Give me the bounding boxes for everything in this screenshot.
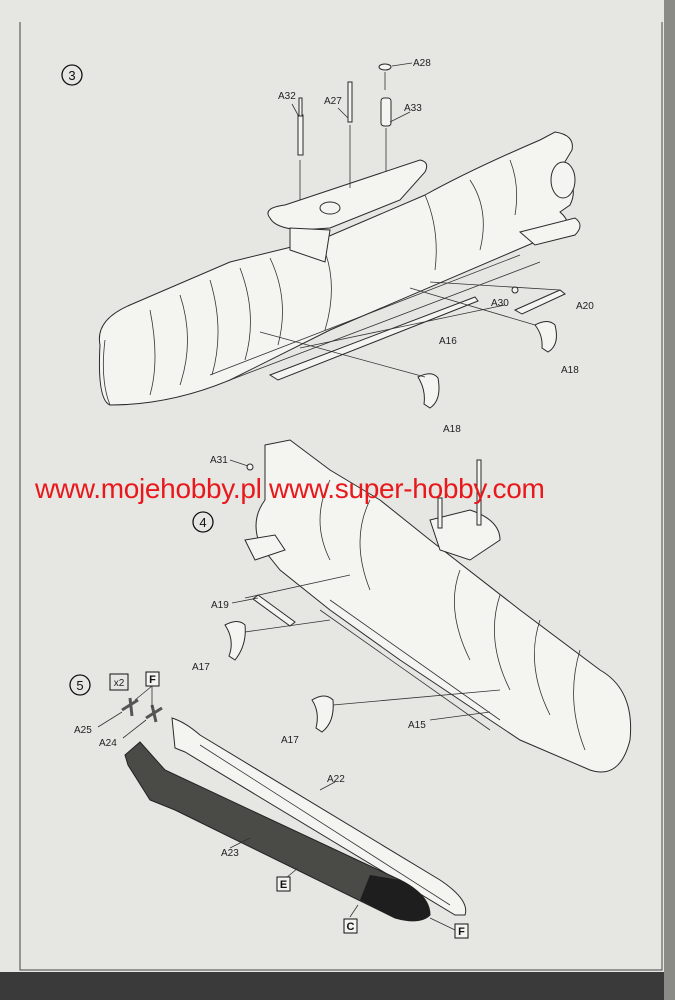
part-a33	[380, 97, 392, 127]
color-code-box	[343, 918, 358, 934]
step-4-badge	[192, 511, 214, 533]
label-a32: A32	[278, 91, 296, 102]
color-code-f: F	[149, 674, 156, 686]
part-a28	[378, 63, 392, 71]
label-a18: A18	[443, 424, 461, 435]
color-code-f: F	[458, 926, 465, 938]
color-code-e: E	[280, 879, 287, 891]
step-3-badge	[61, 64, 83, 86]
label-a27: A27	[324, 96, 342, 107]
part-a31	[246, 463, 254, 471]
label-a15: A15	[408, 720, 426, 731]
label-a22: A22	[327, 774, 345, 785]
label-a20: A20	[576, 301, 594, 312]
part-a20	[513, 289, 566, 315]
quantity-box	[109, 673, 129, 691]
label-a33: A33	[404, 103, 422, 114]
label-a24: A24	[99, 738, 117, 749]
step-4-number: 4	[199, 515, 206, 530]
color-code-box	[145, 671, 160, 687]
page-border	[19, 22, 663, 971]
step-5-number: 5	[76, 678, 83, 693]
watermark-text: www.mojehobby.pl www.super-hobby.com	[35, 473, 545, 504]
scan-edge	[0, 972, 675, 1000]
submarine-hull-step3	[98, 131, 581, 406]
part-a17	[311, 695, 334, 733]
step-4: 4 A31 A19 A17 A17 A15	[192, 439, 632, 773]
step-3-number: 3	[68, 68, 75, 83]
quantity-label: x2	[114, 678, 125, 689]
step-5: 5 x2 F A22 A23 A25 A24 E C F	[69, 671, 469, 939]
part-a17	[224, 621, 246, 661]
label-a30: A30	[491, 298, 509, 309]
label-a17: A17	[281, 735, 299, 746]
label-a28: A28	[413, 58, 431, 69]
part-a22	[171, 717, 467, 916]
step-5-badge	[69, 674, 91, 696]
step-3: 3 A28 A32 A27 A33 A30 A20	[61, 58, 594, 435]
color-code-box	[276, 876, 291, 892]
part-a27	[347, 81, 353, 123]
label-a31: A31	[210, 455, 228, 466]
label-a17: A17	[192, 662, 210, 673]
part-a16	[268, 296, 479, 381]
label-a18: A18	[561, 365, 579, 376]
part-a25	[121, 697, 139, 717]
part-a30	[511, 286, 519, 294]
torpedo-warhead	[360, 875, 430, 921]
label-a25: A25	[74, 725, 92, 736]
label-a16: A16	[439, 336, 457, 347]
part-a18	[534, 321, 557, 353]
label-a23: A23	[221, 848, 239, 859]
part-a24	[145, 704, 163, 723]
part-a32	[297, 114, 304, 156]
label-a19: A19	[211, 600, 229, 611]
submarine-hull-step4	[244, 439, 632, 773]
color-code-box	[454, 923, 469, 939]
color-code-c: C	[347, 921, 355, 933]
part-a18	[417, 373, 440, 409]
